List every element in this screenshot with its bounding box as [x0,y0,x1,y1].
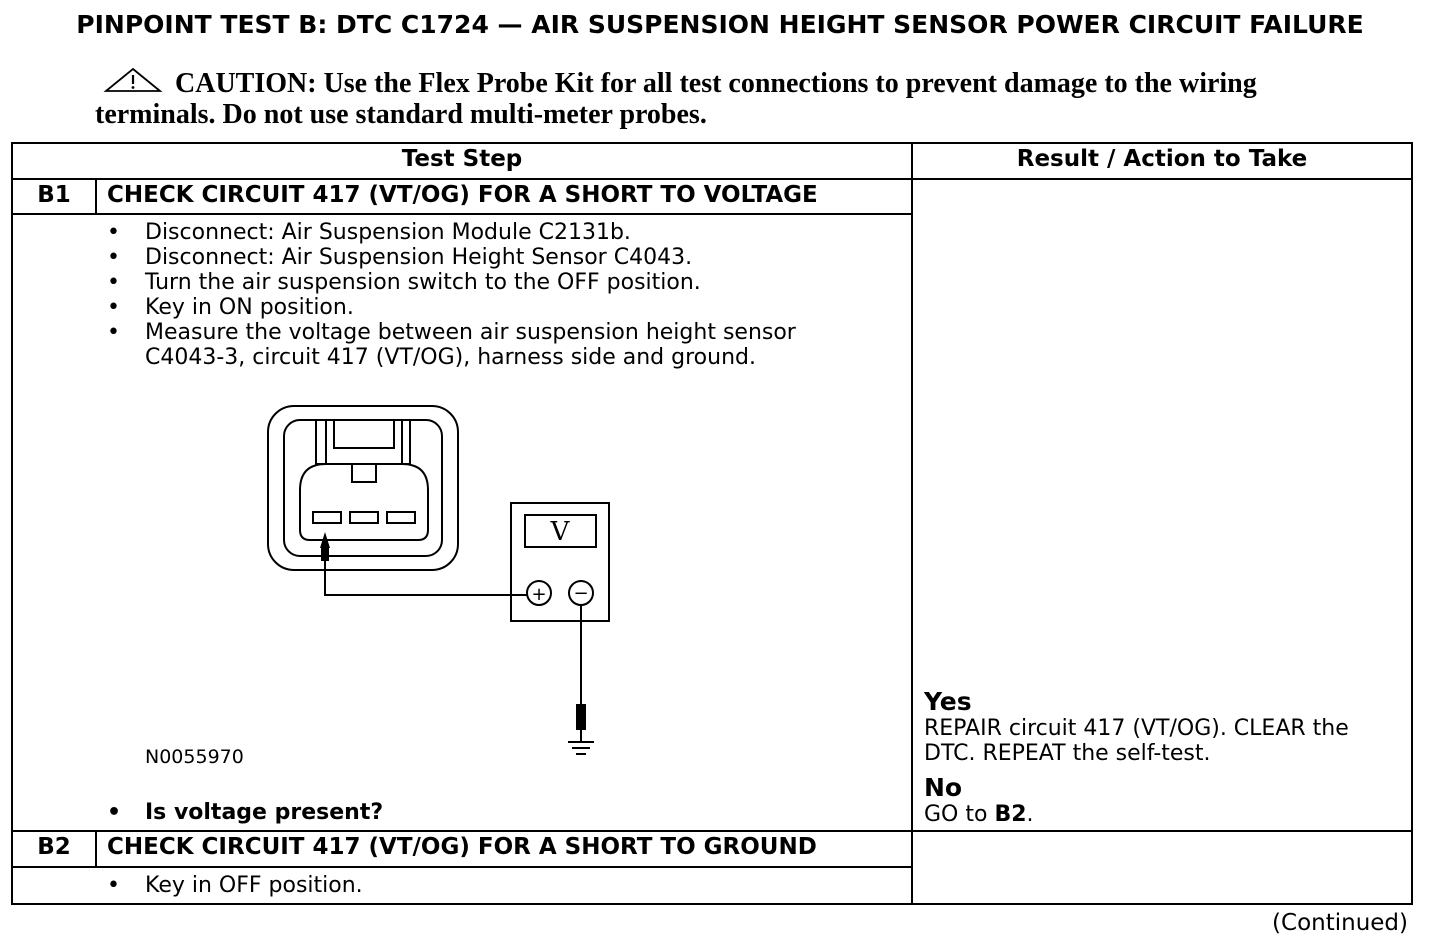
result-yes: Yes REPAIR circuit 417 (VT/OG). CLEAR th… [924,687,1404,767]
list-item: Turn the air suspension switch to the OF… [107,270,827,295]
minus-label: − [573,583,588,604]
step-b1-list: Disconnect: Air Suspension Module C2131b… [107,220,827,370]
question-item: Is voltage present? [107,800,887,825]
caution-note: CAUTION: Use the Flex Probe Kit for all … [95,68,1345,130]
caution-text: Use the Flex Probe Kit for all test conn… [95,68,1257,130]
warning-triangle-icon [103,68,163,92]
step-b1-question: Is voltage present? [107,800,887,825]
continued-label: (Continued) [1272,910,1408,936]
connector-housing [267,405,459,571]
step-b2-list: Key in OFF position. [107,873,887,898]
step-heading-b2: CHECK CIRCUIT 417 (VT/OG) FOR A SHORT TO… [107,834,817,860]
probe-plus-socket [526,580,552,606]
meter-symbol: V [550,517,571,547]
step-heading-b1: CHECK CIRCUIT 417 (VT/OG) FOR A SHORT TO… [107,182,818,208]
result-no-action: GO to B2. [924,802,1404,827]
caution-label: CAUTION: [175,68,317,99]
result-no-label: No [924,773,963,802]
result-no: No GO to B2. [924,773,1404,828]
result-no-prefix: GO to [924,802,995,827]
terminal-3 [386,511,416,524]
result-yes-label: Yes [924,687,972,716]
step-id-b2: B2 [37,834,71,860]
plus-label: + [531,584,546,605]
terminal-1 [312,511,342,524]
figure-id: N0055970 [145,746,244,768]
list-item: Key in OFF position. [107,873,887,898]
page-title: PINPOINT TEST B: DTC C1724 — AIR SUSPENS… [76,10,1364,39]
header-test-step: Test Step [401,146,523,172]
voltmeter [510,502,610,622]
step-id-b1: B1 [37,182,71,208]
result-no-suffix: . [1026,802,1034,827]
header-result: Result / Action to Take [1016,146,1308,172]
list-item: Measure the voltage between air suspensi… [107,320,827,370]
list-item: Key in ON position. [107,295,827,320]
result-yes-action: REPAIR circuit 417 (VT/OG). CLEAR the DT… [924,716,1349,766]
list-item: Disconnect: Air Suspension Height Sensor… [107,245,827,270]
terminal-2 [349,511,379,524]
list-item: Disconnect: Air Suspension Module C2131b… [107,220,827,245]
result-no-link[interactable]: B2 [994,802,1027,827]
